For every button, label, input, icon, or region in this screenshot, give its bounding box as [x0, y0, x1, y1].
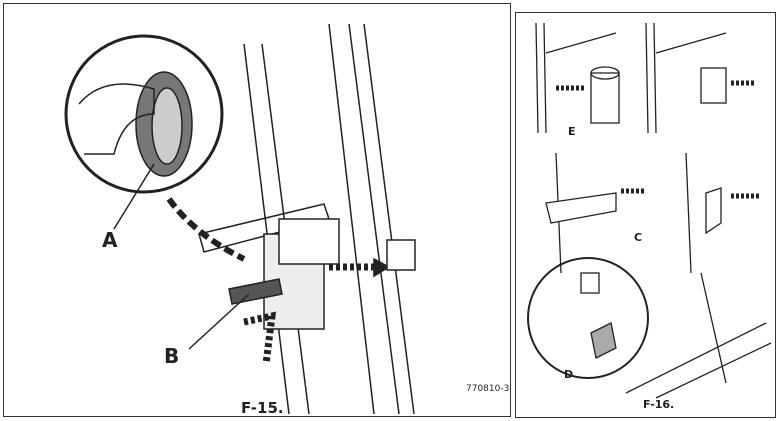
callout-b: B — [164, 344, 180, 368]
door-latch-illustration — [64, 23, 416, 415]
callout-d: D — [564, 368, 574, 381]
figure-16-panel: E C D F-16. — [515, 12, 776, 418]
figure-caption: F-16. — [643, 398, 675, 411]
figure-15-panel: A B 770810-3 F-15. — [3, 3, 511, 417]
door-hinge-sequence-illustration — [527, 22, 772, 399]
callout-a: A — [102, 228, 118, 252]
figure-caption: F-15. — [241, 399, 284, 417]
callout-e: E — [568, 125, 576, 138]
figure-code: 770810-3 — [466, 384, 510, 394]
callout-c: C — [634, 231, 643, 244]
